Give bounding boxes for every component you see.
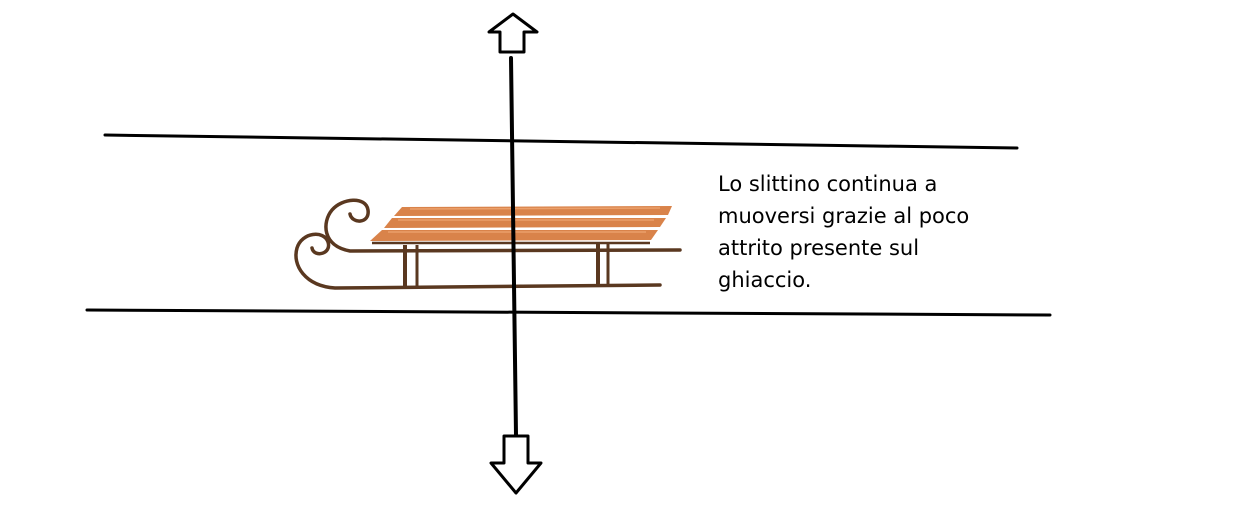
down-arrow-icon xyxy=(489,434,543,495)
caption-line: attrito presente sul xyxy=(718,236,920,260)
sled-runner xyxy=(294,198,682,290)
bottom-horizontal-line xyxy=(85,308,1052,317)
caption-line: Lo slittino continua a xyxy=(718,172,938,196)
sled-icon xyxy=(294,198,682,290)
caption-text: Lo slittino continua a muoversi grazie a… xyxy=(718,168,1018,296)
vertical-force-line xyxy=(509,56,518,437)
sled-slat-highlight xyxy=(409,207,661,210)
caption-line: muoversi grazie al poco xyxy=(718,204,970,228)
top-horizontal-line xyxy=(103,133,1019,150)
up-arrow-icon xyxy=(487,12,539,54)
caption-line: ghiaccio. xyxy=(718,268,812,292)
